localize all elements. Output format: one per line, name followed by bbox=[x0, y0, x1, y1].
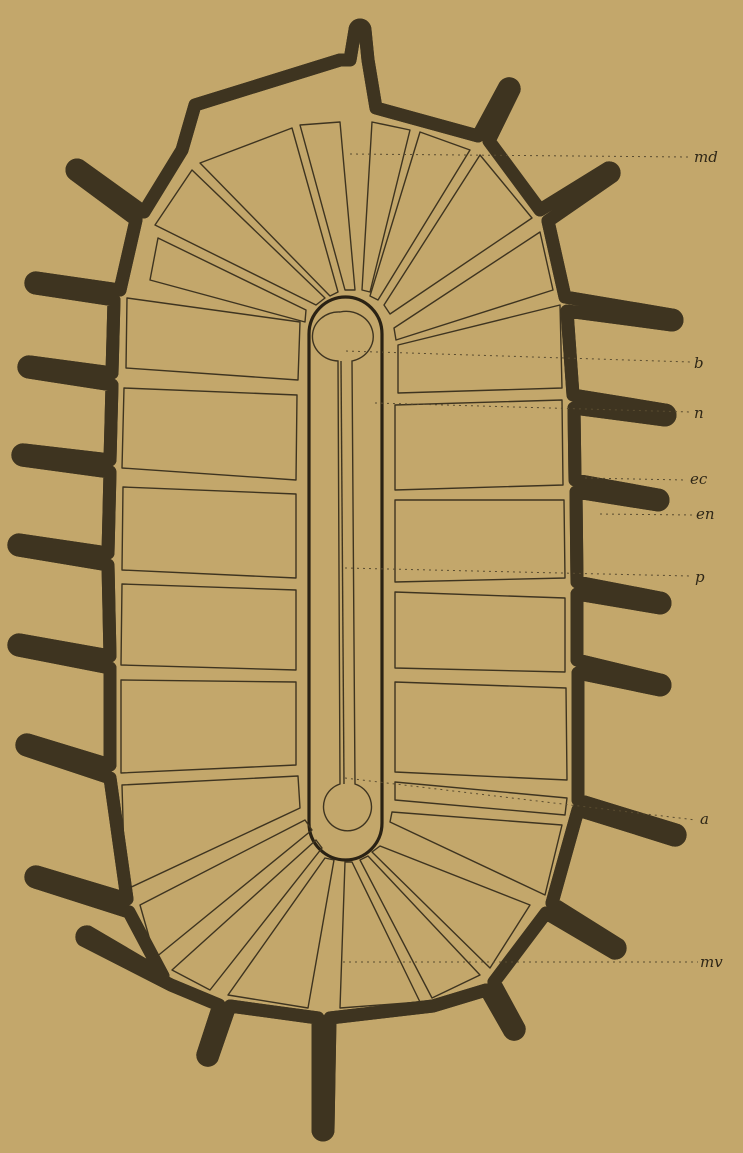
label-en: en bbox=[696, 505, 715, 523]
body-outline bbox=[14, 25, 680, 1135]
figure-labels: md b n ec en p a mv bbox=[690, 148, 723, 971]
label-p: p bbox=[695, 568, 705, 586]
label-mv: mv bbox=[700, 953, 723, 971]
label-b: b bbox=[694, 354, 704, 372]
label-a: a bbox=[700, 810, 709, 828]
label-md: md bbox=[694, 148, 718, 166]
label-ec: ec bbox=[690, 470, 708, 488]
leader-lines bbox=[343, 154, 698, 962]
central-canal bbox=[309, 297, 382, 860]
radial-compartments bbox=[121, 122, 567, 1008]
label-n: n bbox=[694, 404, 704, 422]
